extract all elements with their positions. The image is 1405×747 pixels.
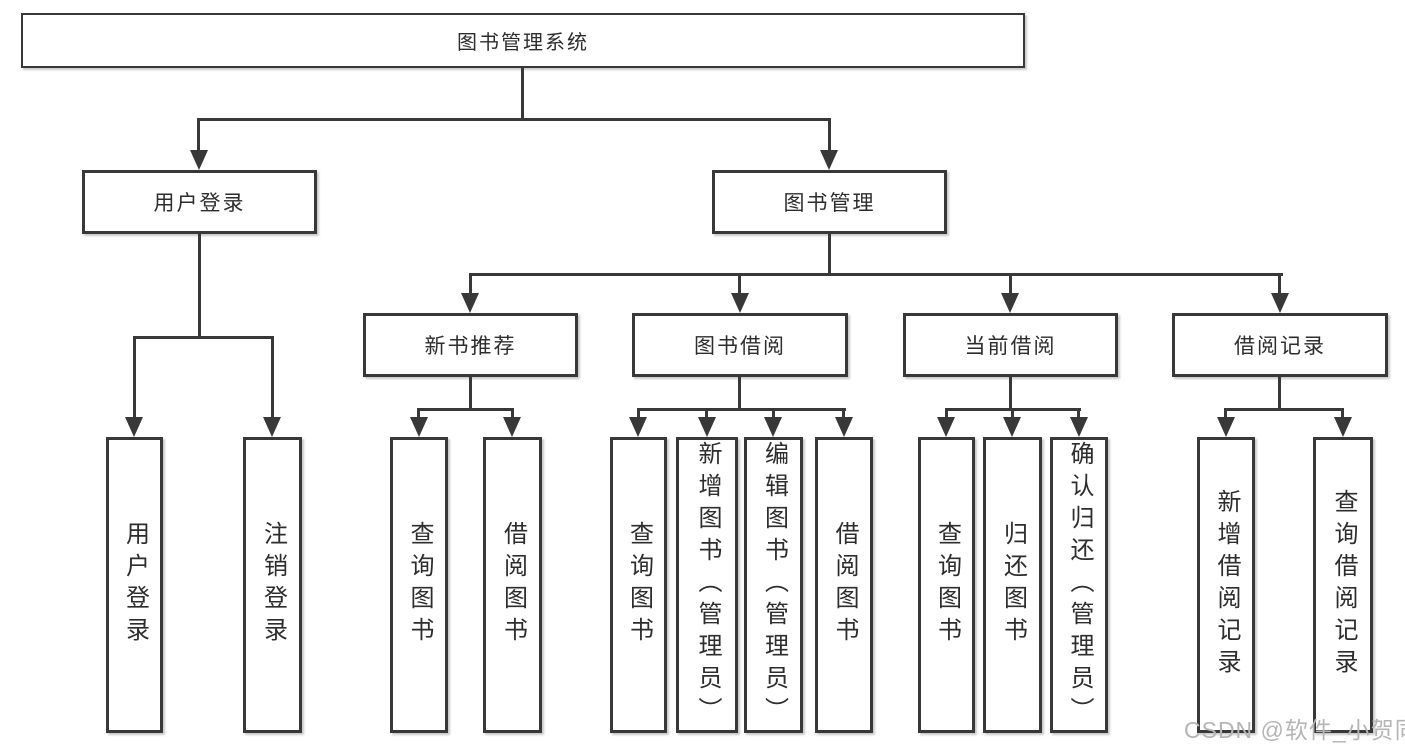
connector-line bbox=[828, 118, 831, 154]
node-borrow-records-label: 借阅记录 bbox=[1234, 335, 1326, 358]
connector-line bbox=[469, 377, 472, 411]
arrow-down-icon bbox=[1334, 417, 1352, 437]
node-root-label: 图书管理系统 bbox=[457, 32, 589, 54]
node-user-login-label: 用户登录 bbox=[153, 192, 246, 215]
leaf-bb-borrow-books-label: 借阅图书 bbox=[831, 521, 858, 649]
node-book-borrow: 图书借阅 bbox=[632, 313, 848, 377]
node-new-book-recommend-label: 新书推荐 bbox=[424, 335, 517, 358]
connector-line bbox=[511, 408, 514, 420]
arrow-down-icon bbox=[764, 417, 782, 437]
connector-line bbox=[1009, 273, 1012, 297]
connector-line bbox=[1224, 408, 1343, 411]
connector-line bbox=[637, 408, 846, 411]
leaf-cb-return-books: 归还图书 bbox=[983, 437, 1042, 733]
arrow-down-icon bbox=[731, 293, 749, 313]
connector-line bbox=[521, 68, 524, 121]
leaf-cb-confirm-return-admin: 确认归还（管理员） bbox=[1050, 437, 1108, 733]
leaf-logout: 注销登录 bbox=[243, 437, 302, 733]
connector-line bbox=[705, 408, 708, 420]
leaf-bb-add-books-admin-label: 新增图书（管理员） bbox=[694, 441, 721, 729]
arrow-down-icon bbox=[835, 417, 853, 437]
node-current-borrow-label: 当前借阅 bbox=[964, 335, 1057, 358]
arrow-down-icon bbox=[461, 293, 479, 313]
leaf-user-login-label: 用户登录 bbox=[121, 521, 149, 649]
arrow-down-icon bbox=[1217, 417, 1235, 437]
node-borrow-records: 借阅记录 bbox=[1172, 313, 1388, 377]
leaf-br-add-record: 新增借阅记录 bbox=[1197, 437, 1255, 733]
leaf-nb-borrow-books-label: 借阅图书 bbox=[499, 521, 527, 649]
leaf-bb-query-books-label: 查询图书 bbox=[625, 521, 653, 649]
connector-line bbox=[469, 273, 1283, 276]
leaf-br-query-record: 查询借阅记录 bbox=[1313, 437, 1373, 733]
arrow-down-icon bbox=[125, 417, 143, 437]
connector-line bbox=[197, 118, 200, 154]
leaf-nb-query-books-label: 查询图书 bbox=[406, 521, 433, 649]
connector-line bbox=[945, 408, 948, 420]
connector-line bbox=[1341, 408, 1344, 420]
node-book-borrow-label: 图书借阅 bbox=[694, 335, 786, 358]
connector-line bbox=[842, 408, 845, 420]
arrow-down-icon bbox=[190, 150, 208, 170]
connector-line bbox=[469, 273, 472, 297]
node-new-book-recommend: 新书推荐 bbox=[363, 313, 578, 377]
leaf-bb-edit-books-admin-label: 编辑图书（管理员） bbox=[760, 441, 788, 729]
connector-line bbox=[271, 336, 274, 420]
connector-line bbox=[1077, 408, 1080, 420]
node-current-borrow: 当前借阅 bbox=[903, 313, 1118, 377]
arrow-down-icon bbox=[263, 417, 281, 437]
leaf-bb-borrow-books: 借阅图书 bbox=[815, 437, 873, 733]
leaf-br-add-record-label: 新增借阅记录 bbox=[1213, 489, 1240, 681]
leaf-user-login: 用户登录 bbox=[106, 437, 163, 733]
connector-line bbox=[637, 408, 640, 420]
connector-line bbox=[133, 336, 274, 339]
connector-line bbox=[1011, 408, 1014, 420]
leaf-cb-confirm-return-admin-label: 确认归还（管理员） bbox=[1066, 441, 1093, 729]
arrow-down-icon bbox=[1001, 293, 1019, 313]
leaf-cb-return-books-label: 归还图书 bbox=[999, 521, 1027, 649]
connector-line bbox=[1009, 377, 1012, 411]
arrow-down-icon bbox=[1003, 417, 1021, 437]
connector-line bbox=[197, 118, 831, 121]
connector-line bbox=[1224, 408, 1227, 420]
connector-line bbox=[417, 408, 420, 420]
arrow-down-icon bbox=[698, 417, 716, 437]
leaf-cb-query-books: 查询图书 bbox=[918, 437, 975, 733]
arrow-down-icon bbox=[503, 417, 521, 437]
leaf-bb-add-books-admin: 新增图书（管理员） bbox=[676, 437, 738, 733]
node-user-login: 用户登录 bbox=[82, 170, 317, 234]
leaf-nb-query-books: 查询图书 bbox=[390, 437, 448, 733]
connector-line bbox=[738, 273, 741, 297]
connector-line bbox=[133, 336, 136, 420]
arrow-down-icon bbox=[410, 417, 428, 437]
connector-line bbox=[772, 408, 775, 420]
arrow-down-icon bbox=[820, 150, 838, 170]
leaf-br-query-record-label: 查询借阅记录 bbox=[1330, 489, 1357, 681]
watermark: CSDN @软件_小贺同学 bbox=[1184, 717, 1405, 743]
connector-line bbox=[417, 408, 514, 411]
node-book-management-label: 图书管理 bbox=[783, 192, 876, 215]
leaf-bb-query-books: 查询图书 bbox=[610, 437, 667, 733]
node-root: 图书管理系统 bbox=[21, 13, 1025, 68]
node-book-management: 图书管理 bbox=[712, 170, 947, 234]
connector-line bbox=[738, 377, 741, 411]
leaf-nb-borrow-books: 借阅图书 bbox=[483, 437, 542, 733]
connector-line bbox=[1278, 377, 1281, 411]
arrow-down-icon bbox=[629, 417, 647, 437]
leaf-cb-query-books-label: 查询图书 bbox=[933, 521, 961, 649]
connector-line bbox=[1278, 273, 1281, 297]
connector-line bbox=[198, 234, 201, 339]
leaf-bb-edit-books-admin: 编辑图书（管理员） bbox=[744, 437, 803, 733]
arrow-down-icon bbox=[1271, 293, 1289, 313]
leaf-logout-label: 注销登录 bbox=[259, 521, 287, 649]
arrow-down-icon bbox=[937, 417, 955, 437]
connector-line bbox=[828, 234, 831, 276]
arrow-down-icon bbox=[1070, 417, 1088, 437]
